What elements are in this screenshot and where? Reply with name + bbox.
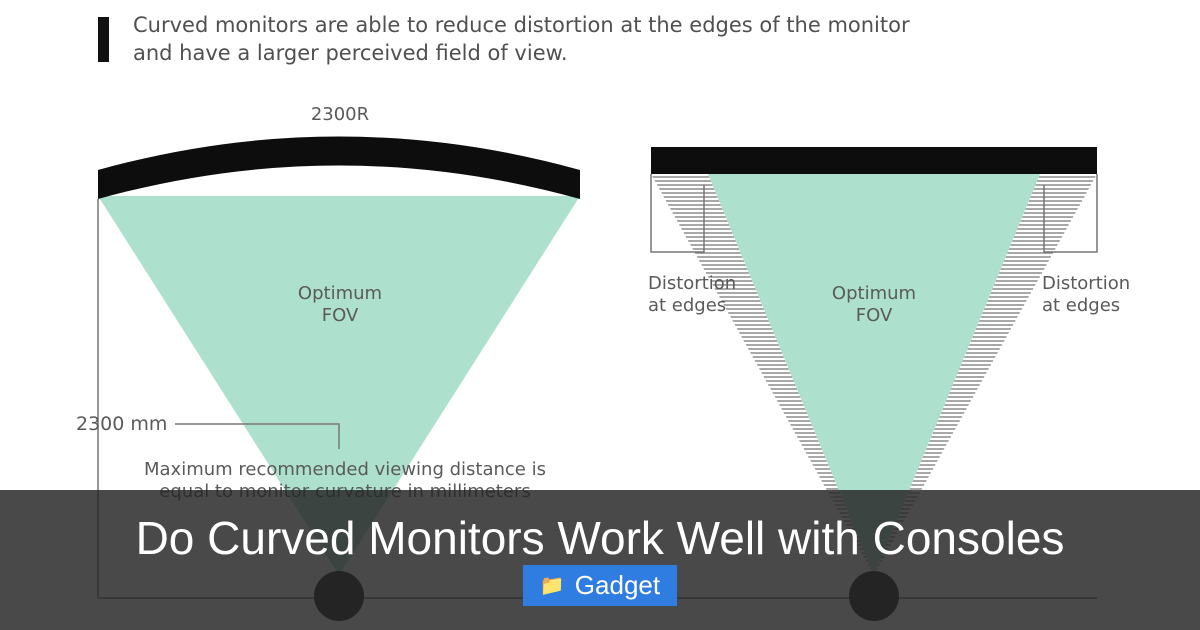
curved-monitor (98, 136, 580, 199)
category-label: Gadget (574, 570, 661, 600)
flat-fov-label-line-1: Optimum (831, 283, 917, 304)
right-distortion-bracket (1043, 174, 1098, 253)
left-distortion-label: Distortion at edges (648, 273, 736, 317)
caption-line-1: Curved monitors are able to reduce disto… (133, 13, 910, 37)
left-distortion-bracket (650, 174, 705, 253)
curved-fov-label-line-1: Optimum (297, 283, 383, 304)
right-distortion-label: Distortion at edges (1042, 273, 1130, 317)
left-distortion-label-line-2: at edges (648, 295, 727, 316)
distance-label: 2300 mm (76, 413, 168, 435)
caption-marker (98, 17, 109, 62)
curved-fov-cone (98, 196, 580, 575)
left-distortion-label-line-1: Distortion (648, 273, 737, 294)
distance-leader-line (175, 423, 340, 449)
title-overlay (0, 490, 1200, 630)
caption-line-2: and have a larger perceived field of vie… (133, 41, 568, 65)
flat-fov-label: Optimum FOV (794, 283, 954, 327)
article-title[interactable]: Do Curved Monitors Work Well with Consol… (135, 512, 1065, 564)
caption: Curved monitors are able to reduce disto… (133, 11, 933, 67)
distance-note-line-1: Maximum recommended viewing distance is (144, 459, 546, 480)
right-distortion-label-line-1: Distortion (1042, 273, 1131, 294)
right-distortion-hatch (874, 174, 1097, 575)
curved-fov-label-line-2: FOV (321, 305, 359, 326)
left-distortion-hatch (651, 174, 874, 575)
flat-fov-label-line-2: FOV (855, 305, 893, 326)
right-distortion-label-line-2: at edges (1042, 295, 1121, 316)
flat-fov-cone (708, 174, 1040, 575)
flat-monitor (651, 147, 1097, 174)
category-badge[interactable]: 📁 Gadget (523, 565, 677, 606)
curvature-label: 2300R (310, 104, 370, 125)
curved-fov-label: Optimum FOV (260, 283, 420, 327)
folder-icon: 📁 (539, 575, 565, 597)
